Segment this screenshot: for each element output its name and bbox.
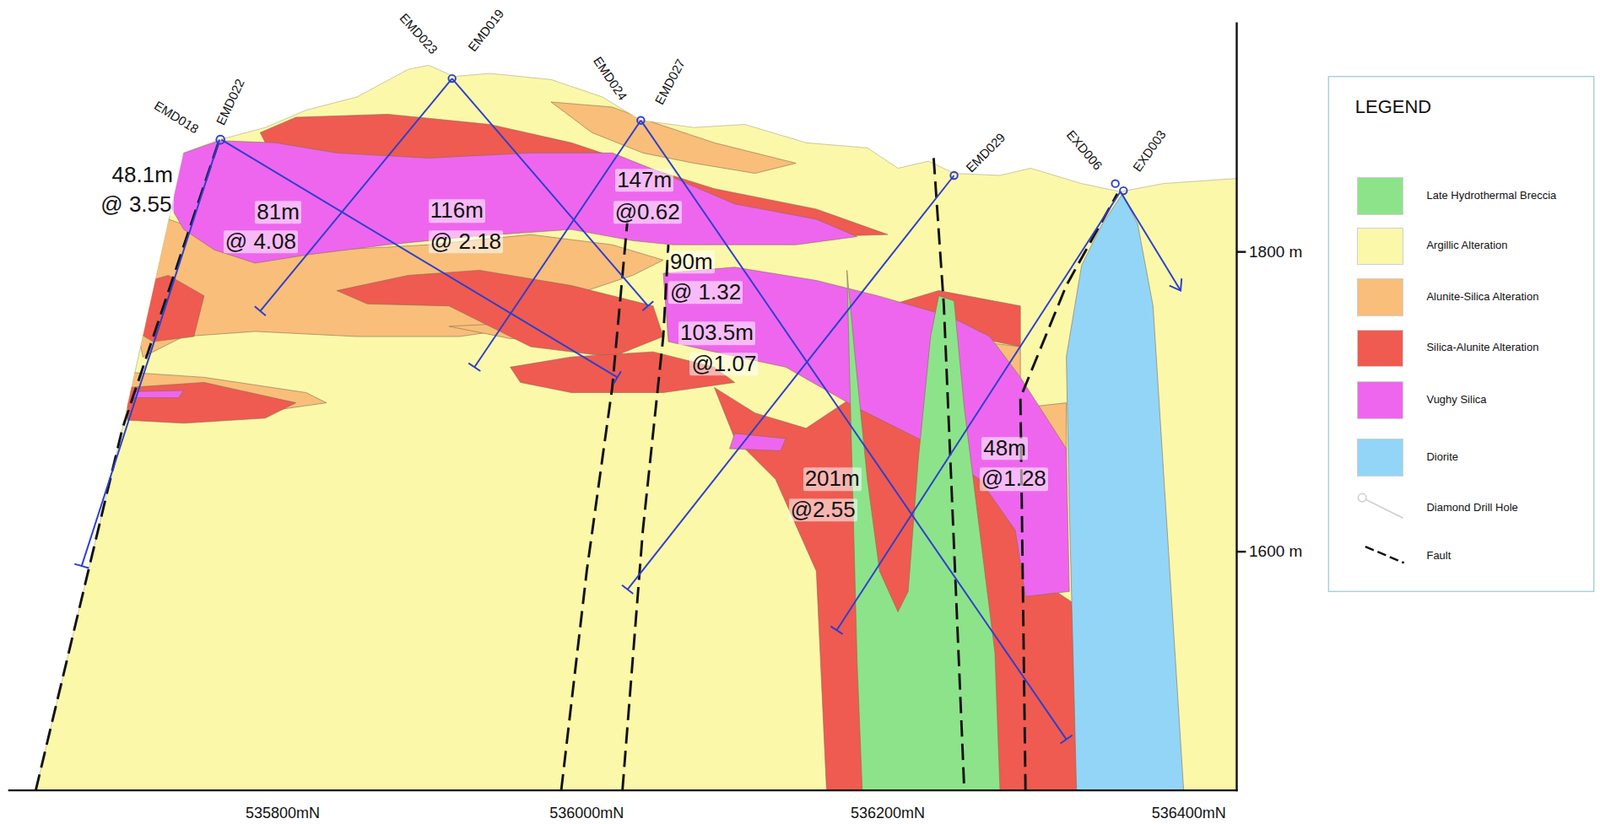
intercept-label: 90m — [668, 250, 715, 274]
intercept-label: 116m — [428, 200, 486, 223]
drill-hole-label: EMD019 — [464, 6, 506, 55]
legend-text: Argillic Alteration — [1426, 240, 1508, 253]
drill-hole-label: EMD027 — [653, 56, 688, 107]
geo-line — [259, 78, 452, 312]
geo-line — [1120, 191, 1181, 291]
legend-swatch — [1356, 177, 1403, 216]
argillic-zone — [35, 64, 1237, 791]
drill-hole-label: EMD018 — [151, 98, 201, 136]
axis-label: 536200mN — [850, 805, 925, 822]
geo-polyline — [1169, 278, 1183, 292]
axis-label: 1600 m — [1248, 543, 1303, 561]
legend-text: Alunite-Silica Alteration — [1426, 291, 1539, 303]
legend-samples — [1357, 493, 1404, 563]
geo-polyline — [622, 244, 669, 791]
legend-box — [1328, 76, 1594, 593]
axes — [8, 22, 1247, 793]
axis-label: 1800 m — [1248, 243, 1303, 261]
legend-swatch — [1356, 278, 1403, 317]
intercept-label: 48.1m — [110, 163, 175, 187]
faults — [35, 140, 1118, 791]
geo-circle — [950, 172, 957, 179]
geo-line — [254, 306, 266, 316]
geo-circle — [216, 135, 225, 145]
geo-polygon — [162, 140, 857, 264]
geo-line — [1060, 735, 1073, 745]
geo-circle — [1119, 187, 1127, 195]
intercept-label: 147m — [615, 168, 674, 192]
geo-line — [640, 120, 1066, 741]
intercept-label: 201m — [803, 468, 862, 492]
intercept-label: @1.28 — [979, 468, 1049, 492]
geo-line — [1237, 250, 1247, 253]
geo-line — [81, 140, 220, 567]
axis-label: 536000mN — [549, 805, 624, 822]
geo-line — [1235, 22, 1238, 793]
legend-text: Fault — [1426, 550, 1451, 563]
intercept-label: 48m — [981, 437, 1028, 460]
geo-polyline — [561, 219, 628, 791]
intercept-label: @ 2.18 — [428, 230, 503, 254]
geo-line — [1362, 497, 1403, 519]
geo-polygon — [132, 390, 184, 398]
drill-hole-label: EXD003 — [1129, 128, 1168, 175]
geo-line — [830, 627, 843, 635]
intercept-label: @ 3.55 — [98, 193, 173, 217]
axis-label: 535800mN — [245, 805, 320, 822]
diorite-body — [1066, 194, 1184, 791]
legend-text: Silica-Alunite Alteration — [1426, 342, 1539, 355]
geo-circle — [1111, 179, 1119, 187]
geo-circle — [637, 116, 644, 124]
geo-line — [627, 175, 955, 590]
silica-alunite-zones — [127, 113, 1082, 791]
legend-swatch — [1356, 381, 1403, 420]
alteration-zones — [127, 102, 1184, 791]
intercept-label: @1.07 — [689, 352, 758, 376]
geo-line — [1365, 546, 1405, 563]
legend-text: Diamond Drill Hole — [1426, 502, 1518, 514]
geo-polyline — [35, 140, 220, 791]
legend-text: Diorite — [1426, 451, 1459, 464]
geo-line — [837, 191, 1121, 631]
geo-line — [621, 585, 633, 595]
geo-line — [221, 140, 617, 379]
geo-line — [642, 301, 654, 311]
intercept-label: 103.5m — [678, 322, 756, 346]
drill-hole-label: EMD023 — [396, 10, 440, 57]
geo-line — [452, 78, 649, 307]
legend-swatch — [1356, 329, 1403, 368]
legend-swatch — [1356, 227, 1403, 266]
geo-line — [8, 789, 1238, 792]
intercept-label: @2.55 — [789, 498, 858, 522]
geo-line — [468, 363, 481, 372]
drill-holes — [74, 75, 1182, 745]
legend-text: Late Hydrothermal Breccia — [1426, 189, 1557, 202]
geo-line — [74, 564, 89, 569]
geo-polygon — [127, 382, 297, 423]
drill-hole-label: EMD022 — [214, 76, 248, 128]
legend-swatch — [1356, 438, 1403, 477]
geo-polygon — [336, 270, 664, 357]
geo-polyline — [1020, 194, 1118, 791]
geo-circle — [1357, 493, 1367, 503]
geo-polygon — [127, 275, 205, 342]
intercept-label: @0.62 — [613, 200, 682, 224]
axis-label: 536400mN — [1151, 805, 1227, 822]
legend-title: LEGEND — [1355, 97, 1432, 117]
legend-text: Vughy Silica — [1426, 394, 1487, 406]
drill-hole-label: EMD029 — [963, 130, 1008, 175]
drill-hole-label: EXD006 — [1064, 127, 1105, 173]
intercept-label: @ 4.08 — [223, 230, 298, 254]
intercept-label: @ 1.32 — [668, 281, 743, 304]
geo-line — [1237, 551, 1247, 553]
geo-line — [613, 371, 622, 384]
geo-circle — [448, 75, 455, 82]
intercept-label: 81m — [254, 200, 302, 224]
